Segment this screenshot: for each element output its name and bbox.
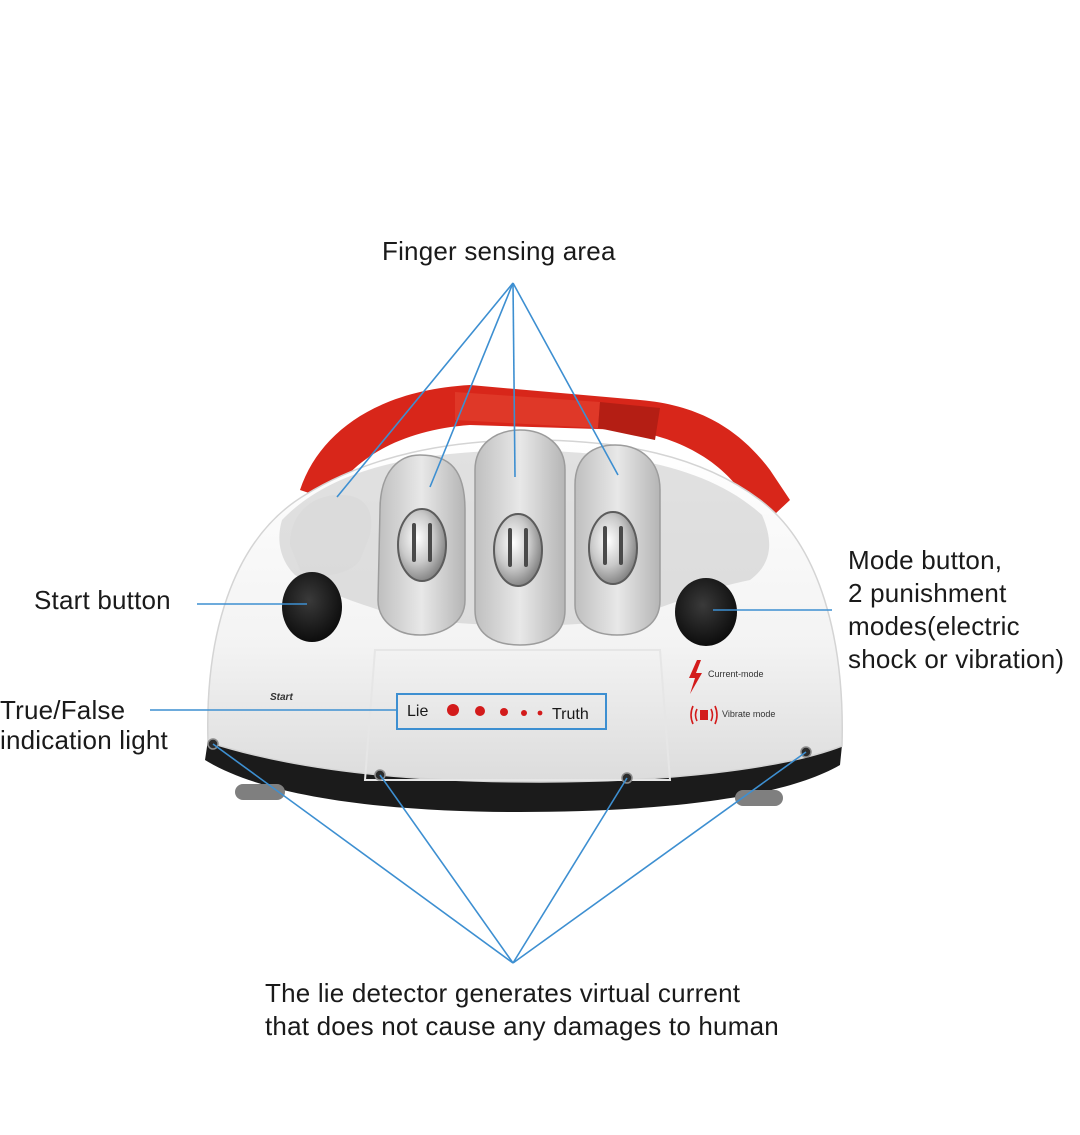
- vibrate-mode-label: Vibrate mode: [722, 709, 775, 719]
- current-mode-label: Current-mode: [708, 669, 764, 679]
- lightning-icon: [689, 660, 702, 694]
- led-3: [500, 708, 508, 716]
- indicator-truth-label: Truth: [552, 706, 589, 723]
- velcro-strap: [300, 385, 790, 528]
- led-4: [521, 710, 527, 716]
- indicator-light-panel: Lie Truth: [396, 693, 607, 730]
- start-button-label: Start button: [34, 585, 171, 615]
- mode-legend: Current-mode Vibrate mode: [689, 660, 775, 725]
- virtual-current-caption: The lie detector generates virtual curre…: [265, 978, 779, 1041]
- metal-electrodes: [397, 508, 638, 587]
- led-2: [475, 706, 485, 716]
- finger-sensing-area-label: Finger sensing area: [382, 236, 616, 266]
- led-1: [447, 704, 459, 716]
- start-label: Start: [270, 692, 293, 703]
- indicator-lie-label: Lie: [407, 703, 428, 720]
- device-base: [205, 740, 842, 812]
- start-button[interactable]: [282, 572, 342, 642]
- mode-button[interactable]: [675, 578, 737, 646]
- led-5: [537, 710, 543, 716]
- vibration-icon: [690, 705, 718, 725]
- callout-lines: [150, 282, 832, 964]
- true-false-indication-label: True/False indication light: [0, 695, 168, 755]
- mode-button-label: Mode button, 2 punishment modes(electric…: [848, 545, 1065, 674]
